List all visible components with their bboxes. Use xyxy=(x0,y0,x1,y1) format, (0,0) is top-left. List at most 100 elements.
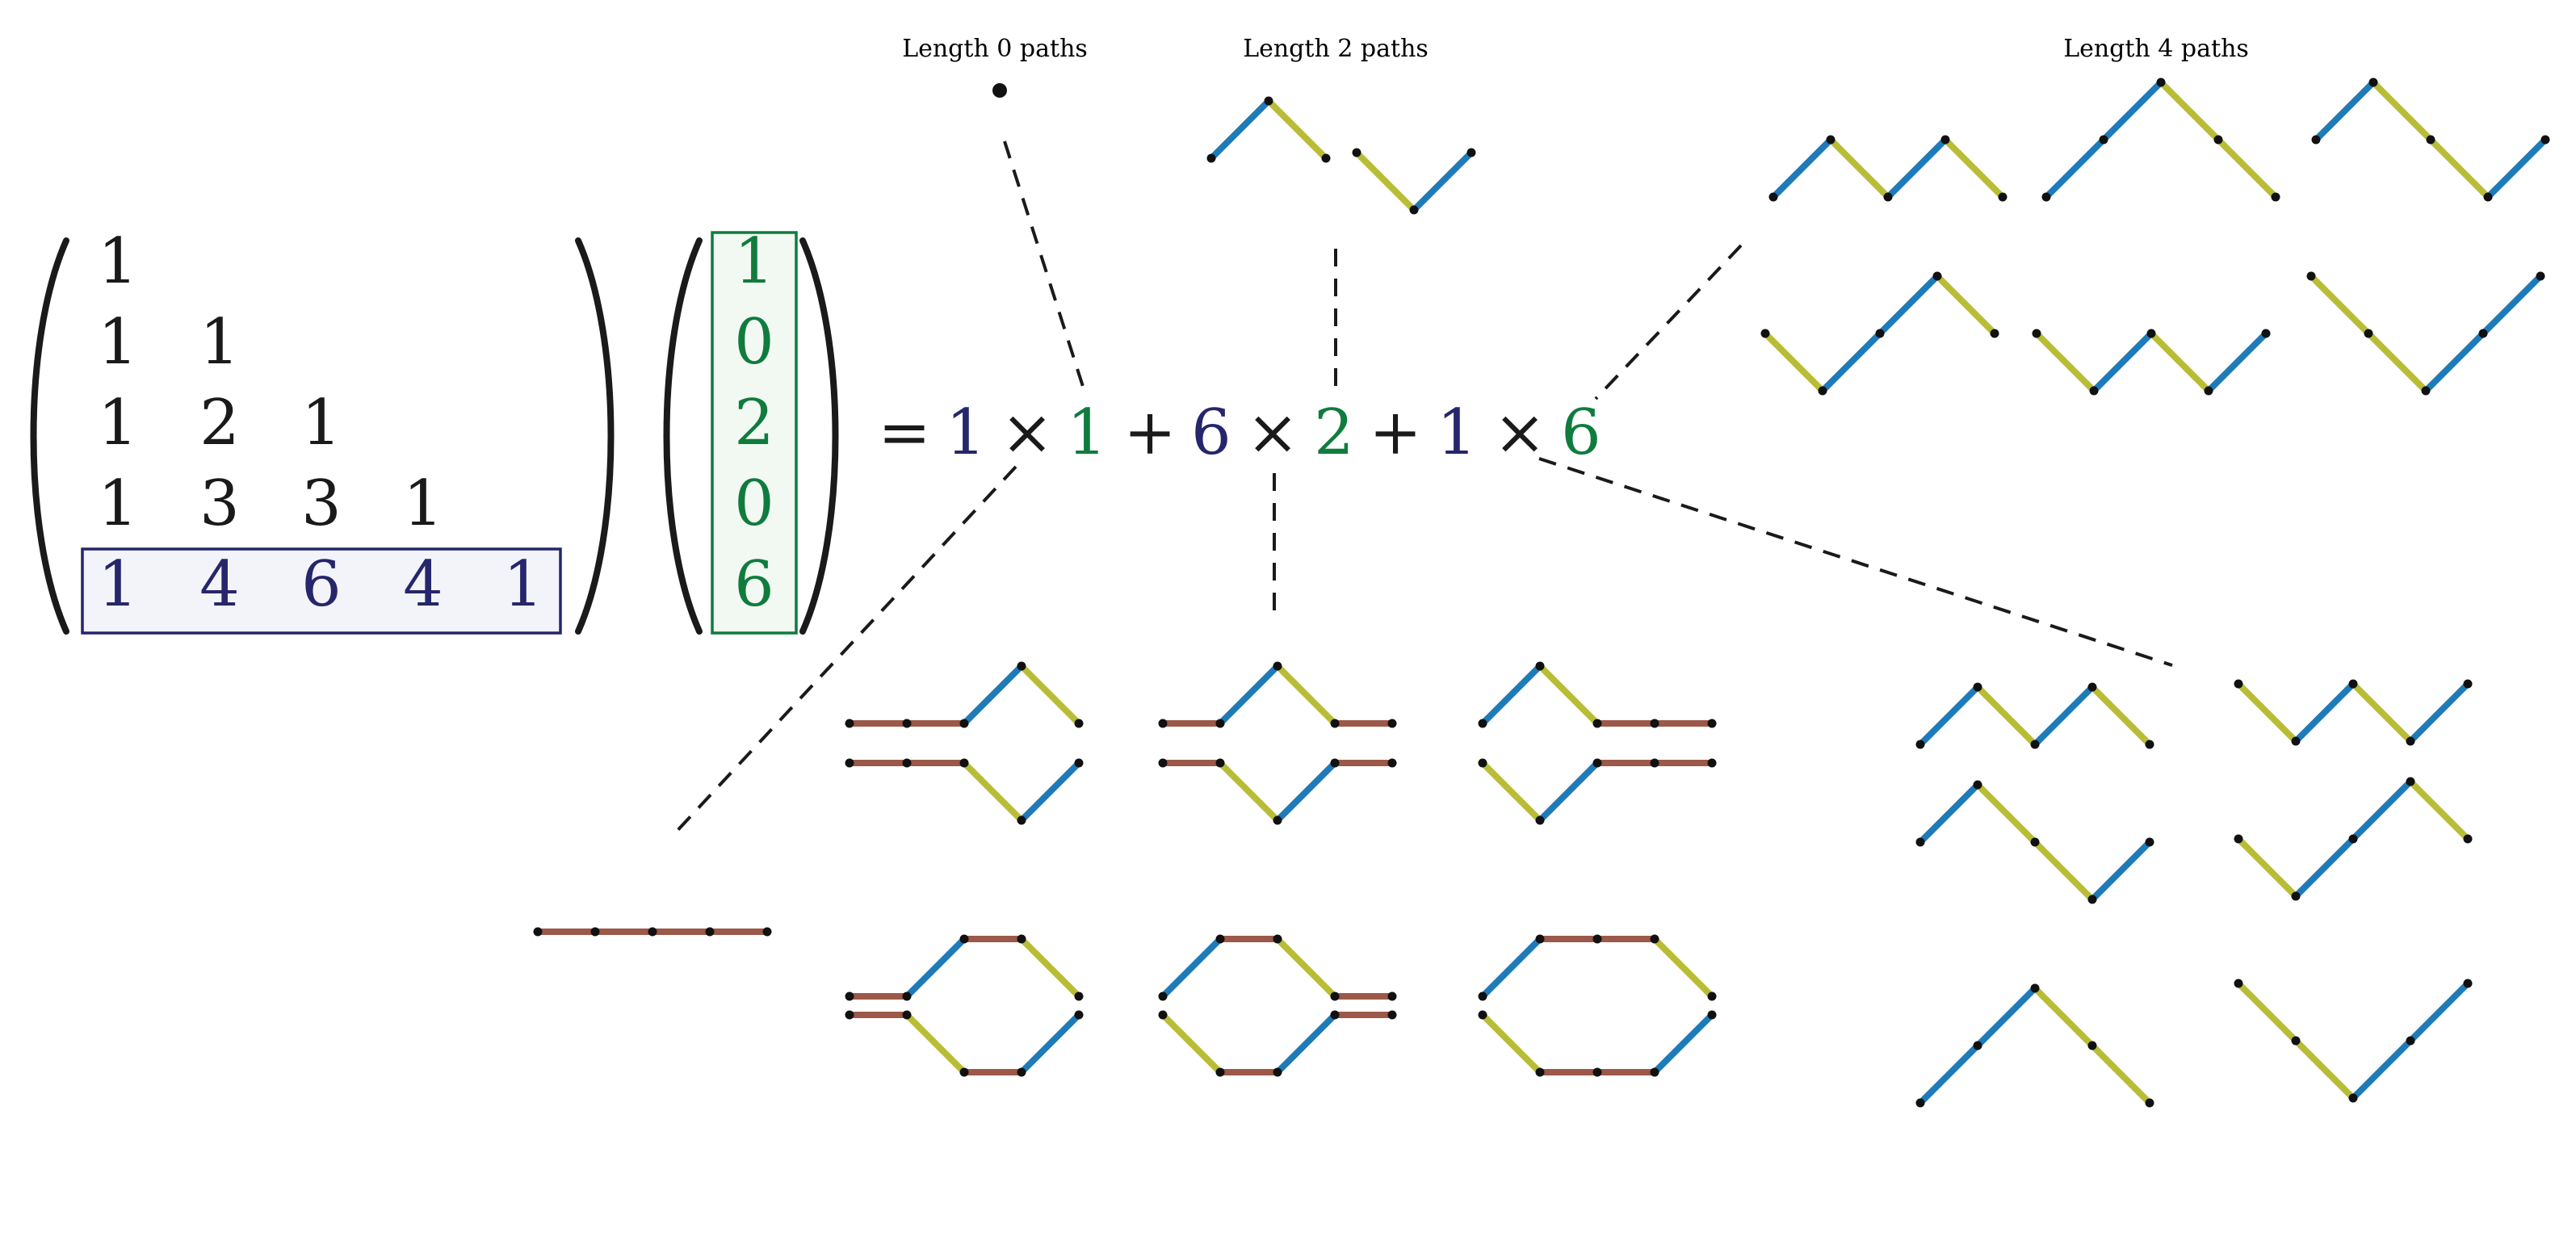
path-vertex xyxy=(2089,386,2099,396)
path-step xyxy=(2216,137,2278,199)
path-vertex xyxy=(1998,192,2008,202)
path-vertex xyxy=(1330,1010,1340,1020)
path-step xyxy=(1480,664,1542,726)
path-step xyxy=(1975,782,2037,845)
path-vertex xyxy=(2234,834,2243,844)
path-vertex xyxy=(2311,135,2321,145)
path-vertex xyxy=(2032,329,2041,338)
path-step xyxy=(1877,274,1940,336)
path-step xyxy=(1275,937,1337,999)
path-vertex xyxy=(959,1067,969,1077)
path-vertex xyxy=(1387,991,1397,1001)
path-vertex xyxy=(845,991,854,1001)
path-step xyxy=(1820,331,1882,393)
path-vertex xyxy=(902,719,912,728)
matrix-entry-r4-c3: 3 xyxy=(301,467,342,540)
path-vertex xyxy=(2213,135,2223,145)
matrix-entry-r3-c1: 1 xyxy=(98,387,138,459)
path-vertex xyxy=(1158,1010,1168,1020)
two-pair-path-3 xyxy=(1915,780,2154,904)
path-vertex xyxy=(2364,329,2373,338)
path-vertex xyxy=(1158,991,1168,1001)
path-vertex xyxy=(1074,991,1084,1001)
vector-entry-2: 0 xyxy=(734,306,774,379)
path-step xyxy=(1275,664,1337,726)
two-pair-path-1 xyxy=(1915,682,2154,749)
length-0-path-point xyxy=(992,83,1007,98)
path-step xyxy=(1652,1012,1714,1075)
one-pair-path-2 xyxy=(1158,661,1397,728)
path-vertex xyxy=(2030,837,2040,847)
path-vertex xyxy=(1387,719,1397,728)
path-step xyxy=(1480,937,1542,999)
path-step xyxy=(1209,99,1271,161)
one-pair-path-6 xyxy=(1478,758,1717,825)
times-1: × xyxy=(1001,396,1053,469)
path-vertex xyxy=(1973,682,1982,692)
matrix-entry-r2-c2: 1 xyxy=(199,306,240,379)
vector-entry-5: 6 xyxy=(734,548,774,621)
path-vertex xyxy=(2421,386,2431,396)
one-pair-path-7 xyxy=(845,934,1084,1001)
path-step xyxy=(1886,137,1948,199)
path-step xyxy=(1412,150,1474,212)
vector-entry-1: 1 xyxy=(734,225,774,298)
path-step xyxy=(1538,664,1600,726)
caption-length-4: Length 4 paths xyxy=(2063,35,2249,63)
path-step xyxy=(1019,664,1081,726)
path-step xyxy=(2044,137,2106,199)
path-vertex xyxy=(1707,1010,1717,1020)
one-pair-path-9 xyxy=(1478,934,1717,1001)
path-vertex xyxy=(2348,679,2358,689)
path-vertex xyxy=(1321,153,1331,163)
matrix-entry-r5-c5: 1 xyxy=(503,548,543,621)
path-step xyxy=(1975,986,2037,1048)
path-step xyxy=(1019,761,1081,823)
path-vertex xyxy=(1017,815,1026,825)
path-vertex xyxy=(1592,934,1602,944)
path-vertex xyxy=(1074,758,1084,768)
matrix-entry-r5-c2: 4 xyxy=(199,548,240,621)
path-vertex xyxy=(2087,682,2097,692)
path-step xyxy=(2236,681,2298,744)
path-step xyxy=(2149,331,2211,393)
path-vertex xyxy=(1592,719,1602,728)
path-vertex xyxy=(2234,679,2243,689)
path-step xyxy=(1918,685,1980,747)
flat-path-1 xyxy=(533,927,772,937)
path-step xyxy=(2091,331,2154,393)
path-vertex xyxy=(1535,661,1545,671)
equation: = 1 × 1 + 6 × 2 + 1 × 6 xyxy=(878,396,1601,469)
path-step xyxy=(1975,685,2037,747)
path-step xyxy=(2408,981,2470,1043)
path-vertex xyxy=(1535,934,1545,944)
path-vertex xyxy=(2463,679,2473,689)
path-step xyxy=(1275,1012,1337,1075)
path-vertex xyxy=(1017,934,1026,944)
matrix-entry-r3-c2: 2 xyxy=(199,387,240,459)
equals-sign: = xyxy=(878,396,930,469)
path-vertex xyxy=(2204,386,2213,396)
path-step xyxy=(1266,99,1328,161)
path-vertex xyxy=(1875,329,1885,338)
matrix-brackets xyxy=(30,237,839,635)
length-2-path-1 xyxy=(1206,96,1331,163)
path-vertex xyxy=(1940,135,1950,145)
length-4-path-6 xyxy=(2306,271,2545,396)
path-step xyxy=(1538,761,1600,823)
path-vertex xyxy=(2234,979,2243,988)
one-pair-path-8 xyxy=(1158,934,1397,1001)
path-vertex xyxy=(2291,1036,2301,1046)
two-pair-path-4 xyxy=(2234,777,2473,901)
path-vertex xyxy=(2536,271,2545,281)
plus-1: + xyxy=(1123,396,1176,469)
vector-entry-4: 0 xyxy=(734,467,774,540)
path-step xyxy=(2090,840,2152,902)
path-vertex xyxy=(1466,148,1476,157)
path-vertex xyxy=(2145,837,2154,847)
path-step xyxy=(904,937,967,999)
path-vertex xyxy=(1650,1067,1659,1077)
path-vertex xyxy=(1387,758,1397,768)
path-vertex xyxy=(1215,758,1225,768)
path-vertex xyxy=(1215,1067,1225,1077)
